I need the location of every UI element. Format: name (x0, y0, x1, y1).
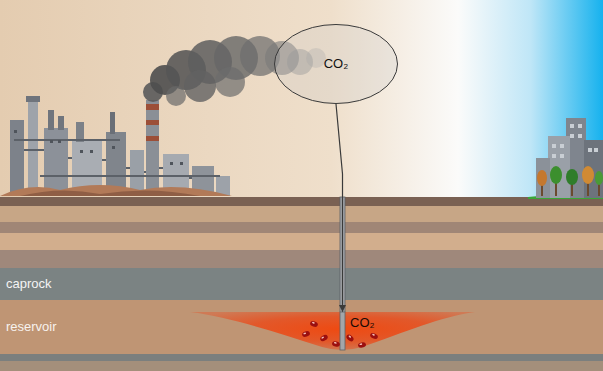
caprock-band-label: caprock (6, 276, 52, 292)
rock-layers (0, 197, 603, 371)
flow-arrow (336, 104, 343, 312)
reservoir-band-label: reservoir (6, 319, 57, 335)
co2-plume: CO₂ (190, 312, 475, 352)
plume-shape (190, 312, 475, 352)
well-pipe (340, 197, 345, 313)
co2-ellipse: CO₂ (274, 24, 398, 104)
co2-ellipse-label: CO₂ (324, 56, 349, 72)
co2-plume-label: CO₂ (350, 315, 375, 331)
caprock-band: caprock (0, 268, 603, 300)
sky (0, 0, 603, 198)
reservoir-band: reservoir CO₂ (0, 300, 603, 354)
factory (0, 96, 232, 196)
city (536, 118, 603, 198)
